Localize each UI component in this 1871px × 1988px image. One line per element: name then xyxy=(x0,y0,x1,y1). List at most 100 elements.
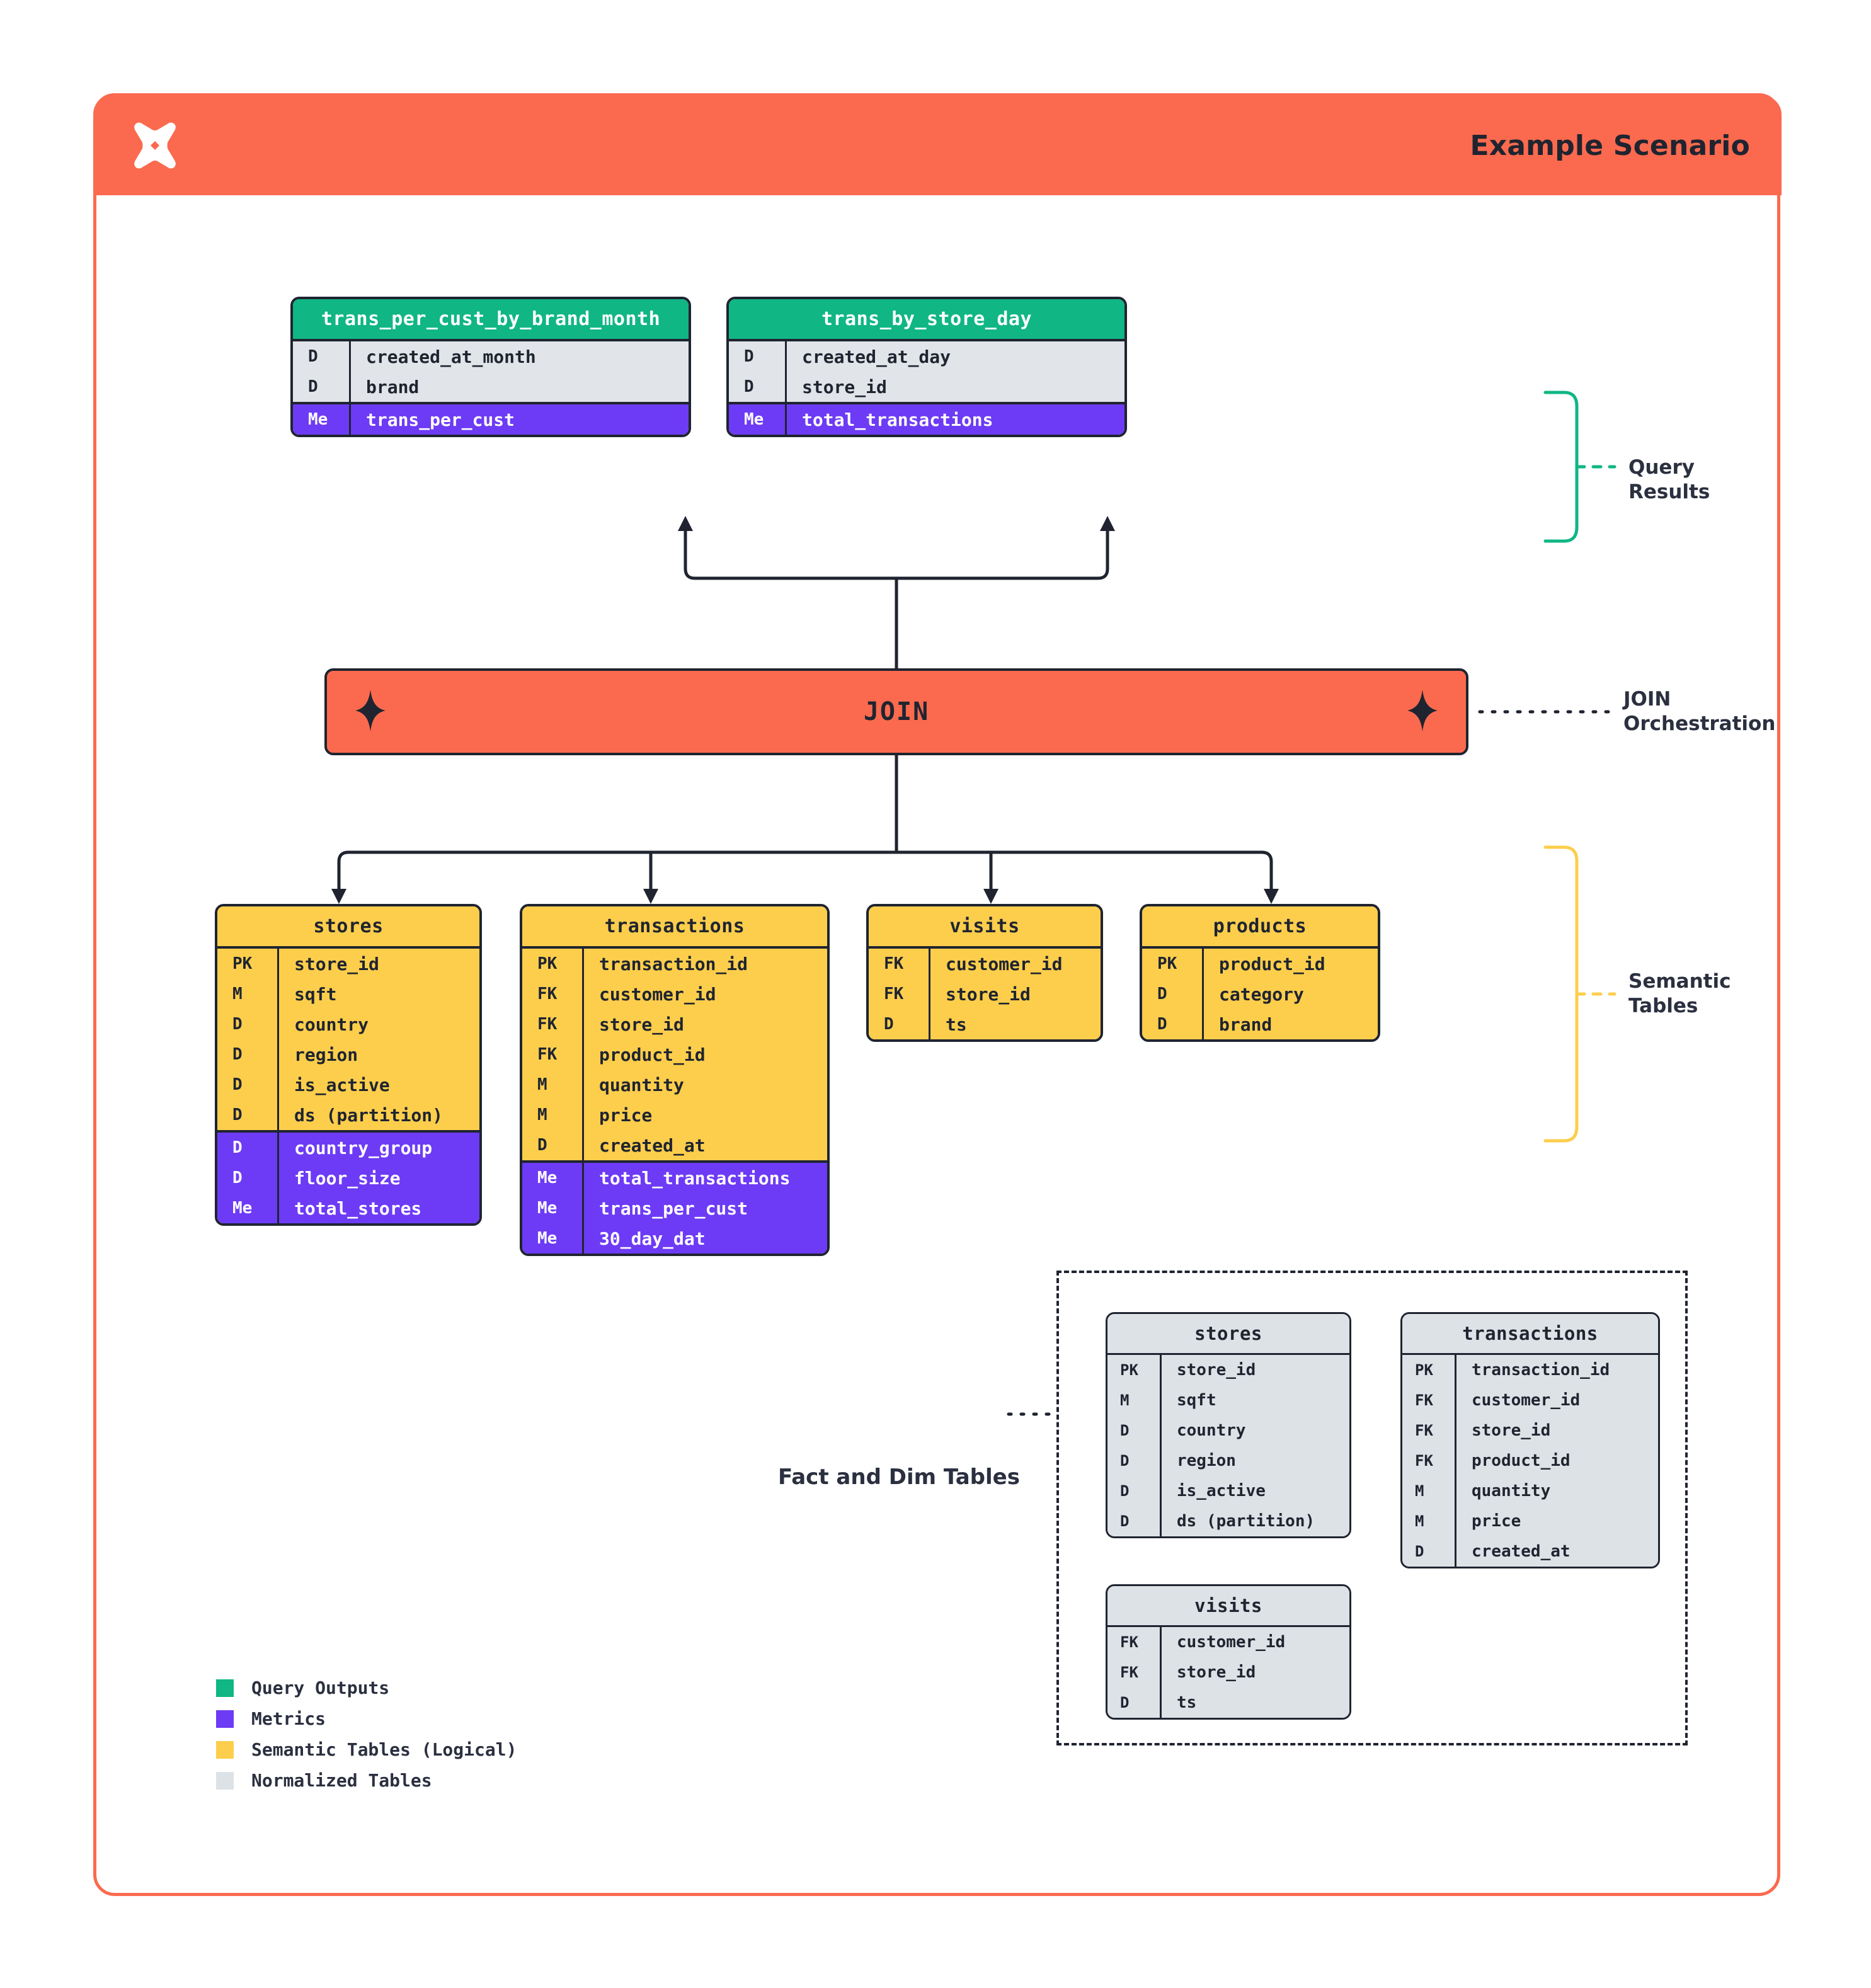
row-key: D xyxy=(1107,1446,1162,1476)
row-field: is_active xyxy=(294,1074,390,1095)
legend-item: Query Outputs xyxy=(216,1677,517,1698)
row-field: category xyxy=(1219,983,1304,1005)
row-field: total_transactions xyxy=(599,1167,791,1189)
row-field: trans_per_cust xyxy=(366,409,515,430)
row-key: D xyxy=(869,1009,930,1039)
row-key: M xyxy=(217,979,279,1009)
row-key: M xyxy=(522,1100,584,1130)
row-key: D xyxy=(293,341,351,372)
legend-item: Metrics xyxy=(216,1708,517,1729)
row-key: D xyxy=(1107,1506,1162,1536)
row-key: Me xyxy=(522,1223,584,1254)
row-key: FK xyxy=(1402,1446,1456,1476)
row-key: PK xyxy=(522,949,584,979)
legend: Query Outputs Metrics Semantic Tables (L… xyxy=(216,1677,517,1801)
annotation-line-1: Semantic xyxy=(1628,970,1731,993)
table-row: D created_at_month xyxy=(293,341,689,372)
row-field: ds (partition) xyxy=(1177,1512,1315,1531)
row-key: Me xyxy=(522,1163,584,1193)
join-orchestration-bar[interactable]: JOIN xyxy=(324,668,1468,755)
annotation-line-2: Orchestration xyxy=(1623,712,1776,735)
row-key: D xyxy=(293,372,351,402)
row-key: FK xyxy=(869,949,930,979)
table-title: trans_by_store_day xyxy=(729,299,1124,341)
row-key: D xyxy=(217,1039,279,1070)
legend-label: Normalized Tables xyxy=(251,1770,432,1791)
metric-section: Me trans_per_cust xyxy=(293,402,689,435)
row-key: D xyxy=(729,372,787,402)
row-field: total_transactions xyxy=(802,409,993,430)
row-key: D xyxy=(522,1130,584,1160)
row-key: FK xyxy=(522,1009,584,1039)
row-field: sqft xyxy=(1177,1391,1216,1410)
query-result-table-trans-by-store-day[interactable]: trans_by_store_day D created_at_day D st… xyxy=(726,297,1127,437)
legend-swatch-metrics xyxy=(216,1710,234,1728)
row-key: D xyxy=(217,1133,279,1163)
legend-swatch-semantic-tables xyxy=(216,1740,234,1759)
table-title: transactions xyxy=(1402,1314,1658,1355)
row-key: D xyxy=(1107,1688,1162,1718)
row-key: M xyxy=(1402,1506,1456,1536)
row-field: customer_id xyxy=(599,983,716,1005)
row-field: trans_per_cust xyxy=(599,1197,748,1219)
metric-section: Me total_transactions Me trans_per_cust Me… xyxy=(522,1160,827,1254)
table-title: stores xyxy=(217,906,479,949)
row-field: price xyxy=(1472,1512,1521,1531)
row-key: PK xyxy=(1402,1355,1456,1385)
row-field: floor_size xyxy=(294,1167,401,1189)
row-key: M xyxy=(1107,1385,1162,1415)
dimension-section: D created_at_day D store_id xyxy=(729,341,1124,402)
row-field: transaction_id xyxy=(599,953,748,974)
row-field: ts xyxy=(1177,1693,1197,1712)
row-field: store_id xyxy=(946,983,1031,1005)
row-field: customer_id xyxy=(1177,1633,1286,1652)
table-row: Me total_transactions xyxy=(729,404,1124,435)
row-key: Me xyxy=(729,404,787,435)
table-row: Me total_transactions xyxy=(522,1163,827,1193)
row-key: FK xyxy=(1402,1415,1456,1446)
row-field: created_at xyxy=(1472,1542,1571,1561)
table-title: transactions xyxy=(522,906,827,949)
row-field: country_group xyxy=(294,1137,433,1158)
row-key: D xyxy=(1402,1536,1456,1567)
table-title: trans_per_cust_by_brand_month xyxy=(293,299,689,341)
annotation-fact-and-dim-tables: Fact and Dim Tables xyxy=(778,1465,1020,1490)
row-field: sqft xyxy=(294,983,337,1005)
row-key: D xyxy=(217,1163,279,1193)
legend-label: Query Outputs xyxy=(251,1677,390,1698)
row-key: D xyxy=(217,1070,279,1100)
table-row: Me trans_per_cust xyxy=(293,404,689,435)
row-field: country xyxy=(1177,1421,1246,1440)
row-key: FK xyxy=(522,1039,584,1070)
row-field: total_stores xyxy=(294,1197,422,1219)
metric-section: Me total_transactions xyxy=(729,402,1124,435)
page-title: Example Scenario xyxy=(1470,129,1750,162)
semantic-table-transactions[interactable]: transactions PK transaction_id FK customer… xyxy=(520,904,830,1256)
row-field: store_id xyxy=(294,953,379,974)
query-result-table-trans-per-cust-by-brand-month[interactable]: trans_per_cust_by_brand_month D created_… xyxy=(290,297,691,437)
